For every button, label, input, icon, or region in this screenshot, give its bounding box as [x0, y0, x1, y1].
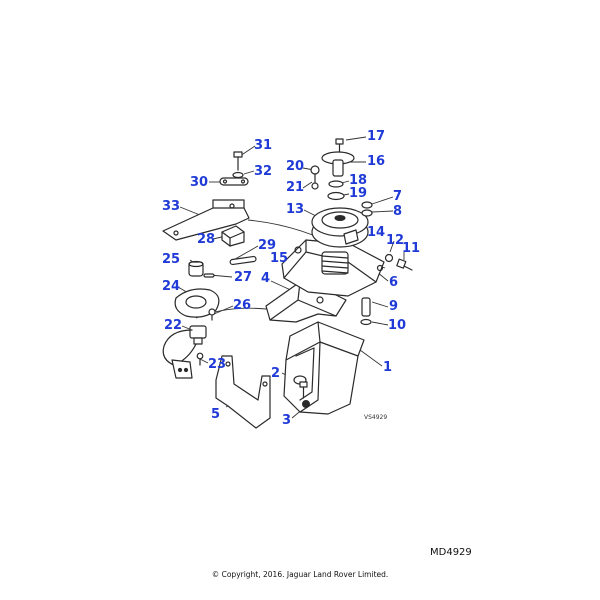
- sensor-22: [162, 325, 207, 379]
- screw-26: [208, 308, 216, 321]
- washer-8: [361, 209, 373, 217]
- nut-12: [384, 253, 394, 263]
- copyright-notice: © Copyright, 2016. Jaguar Land Rover Lim…: [211, 570, 389, 579]
- callout-1: 1: [383, 360, 393, 375]
- callout-22: 22: [164, 318, 183, 333]
- callout-20: 20: [286, 159, 305, 174]
- callout-8: 8: [393, 204, 403, 219]
- callout-32: 32: [254, 164, 273, 179]
- pedal-box-1: [283, 321, 365, 415]
- washer-32: [232, 171, 244, 179]
- bracket-5: [215, 355, 271, 429]
- actuator-13: [311, 207, 369, 248]
- pin-29: [229, 255, 257, 266]
- switch-28: [221, 225, 245, 247]
- callout-11: 11: [402, 241, 421, 256]
- bolt-2: [299, 381, 308, 399]
- callout-25: 25: [162, 252, 181, 267]
- screw-23: [196, 352, 204, 366]
- stud-9: [361, 297, 371, 317]
- washer-7: [361, 201, 373, 209]
- callout-18: 18: [349, 173, 368, 188]
- callout-31: 31: [254, 138, 273, 153]
- callout-19: 19: [349, 186, 368, 201]
- callout-29: 29: [258, 238, 277, 253]
- callout-14: 14: [367, 225, 386, 240]
- callout-9: 9: [389, 299, 399, 314]
- housing-24: [174, 288, 220, 318]
- nut-3: [302, 400, 310, 408]
- pin-27: [203, 273, 215, 278]
- bracket-33: [162, 199, 250, 241]
- callout-12: 12: [386, 233, 405, 248]
- callout-5: 5: [211, 407, 221, 422]
- callout-13: 13: [286, 202, 305, 217]
- callout-23: 23: [208, 357, 227, 372]
- callout-15: 15: [270, 251, 289, 266]
- callout-16: 16: [367, 154, 386, 169]
- washer-10: [360, 318, 372, 326]
- callout-27: 27: [234, 270, 253, 285]
- callout-4: 4: [261, 271, 271, 286]
- callout-21: 21: [286, 180, 305, 195]
- clip-14: [343, 229, 359, 245]
- callout-2: 2: [271, 366, 281, 381]
- callout-28: 28: [197, 232, 216, 247]
- nut-21: [311, 182, 319, 190]
- callout-3: 3: [282, 413, 292, 428]
- callout-10: 10: [388, 318, 407, 333]
- washer-19: [327, 191, 345, 201]
- drawing-reference: VS4929: [364, 414, 388, 421]
- washer-18: [328, 180, 344, 188]
- callout-26: 26: [233, 298, 252, 313]
- rod-30: [219, 177, 249, 186]
- screw-17: [335, 138, 344, 153]
- callout-24: 24: [162, 279, 181, 294]
- bolt-11: [396, 258, 413, 271]
- callout-6: 6: [389, 275, 399, 290]
- plunger-16: [321, 151, 355, 177]
- diagram-code: MD4929: [430, 547, 472, 558]
- callout-33: 33: [162, 199, 181, 214]
- bush-25: [188, 260, 204, 277]
- bolt-31: [233, 151, 243, 171]
- callout-30: 30: [190, 175, 209, 190]
- callout-17: 17: [367, 129, 386, 144]
- bolt-20: [310, 165, 320, 183]
- callout-7: 7: [393, 189, 403, 204]
- spring-15: [321, 251, 349, 275]
